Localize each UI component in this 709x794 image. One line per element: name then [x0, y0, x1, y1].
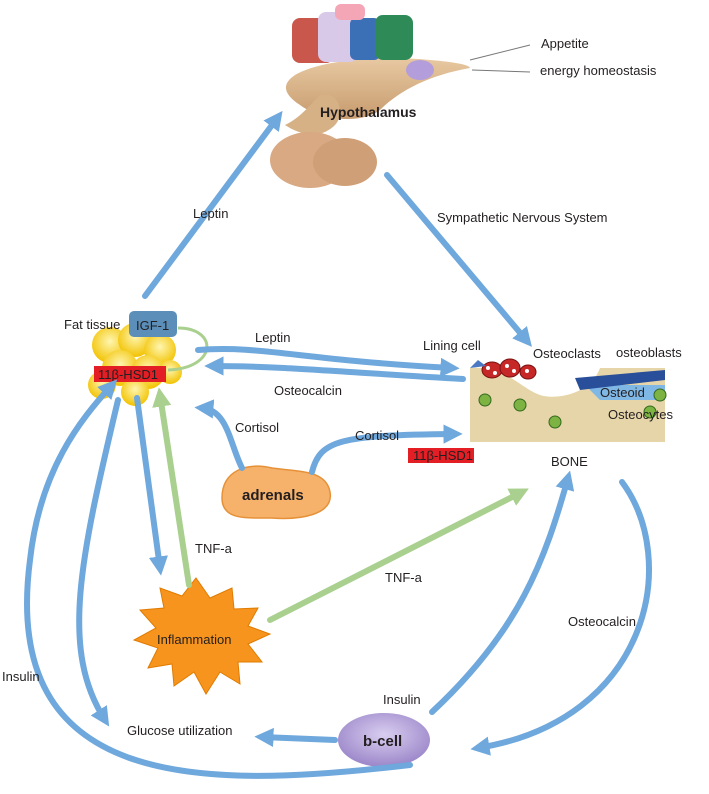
glucose-utilization-label: Glucose utilization	[127, 723, 233, 738]
arrow-bcell-to-glucose	[254, 727, 338, 748]
hsd-fat-label: 11β-HSD1	[98, 367, 158, 382]
lining-cell-label: Lining cell	[423, 338, 481, 353]
green-arrows	[152, 387, 529, 623]
inflammation-label: Inflammation	[157, 632, 231, 647]
fat-tissue-label: Fat tissue	[64, 317, 120, 332]
leptin-up-label: Leptin	[193, 206, 228, 221]
bone-label: BONE	[551, 454, 588, 469]
osteocalcin-bone-fat-label: Osteocalcin	[274, 383, 342, 398]
osteoid-label: Osteoid	[600, 385, 645, 400]
osteoblasts-label: osteoblasts	[616, 345, 682, 360]
arrow-cortisol-to-bone	[309, 424, 463, 475]
cortisol-fat-label: Cortisol	[235, 420, 279, 435]
hypothalamus-illustration	[270, 4, 531, 188]
hsd-bone-box	[408, 448, 474, 463]
insulin-fat-label: Insulin	[2, 669, 40, 684]
bcell-shape	[338, 713, 430, 767]
tnf-bone-label: TNF-a	[385, 570, 423, 585]
sns-label: Sympathetic Nervous System	[437, 210, 608, 225]
adrenals-shape	[221, 465, 331, 520]
energy-homeostasis-label: energy homeostasis	[540, 63, 657, 78]
osteocalcin-bcell-label: Osteocalcin	[568, 614, 636, 629]
hsd-bone-label: 11β-HSD1	[413, 448, 473, 463]
appetite-label: Appetite	[541, 36, 589, 51]
igf1-box	[129, 311, 177, 337]
arrow-leptin-fat-to-bone	[195, 346, 460, 377]
adrenals-label: adrenals	[242, 487, 304, 504]
arrow-insulin-to-fat	[24, 379, 413, 779]
blue-arrows	[24, 110, 652, 779]
hsd-fat-box	[94, 366, 166, 382]
arrow-tnf-to-fat	[152, 387, 192, 588]
inflammation-burst	[132, 577, 272, 695]
bone-illustration	[470, 358, 667, 442]
arrow-cortisol-to-fat	[194, 399, 245, 471]
cortisol-bone-label: Cortisol	[355, 428, 399, 443]
osteoclasts-label: Osteoclasts	[533, 346, 601, 361]
hypothalamus-label: Hypothalamus	[320, 104, 417, 120]
arrow-tnf-to-bone	[267, 488, 529, 623]
arrow-sns-to-bone	[384, 172, 532, 347]
arrow-leptin-to-hypothalamus	[142, 110, 283, 299]
osteocytes-label: Osteocytes	[608, 407, 674, 422]
arrow-insulin-to-bone	[429, 470, 575, 715]
leptin-fat-bone-label: Leptin	[255, 330, 290, 345]
igf1-label: IGF-1	[136, 318, 169, 333]
arrow-fat-to-glucose	[76, 397, 121, 727]
bcell-label: b-cell	[363, 733, 402, 750]
arrow-osteocalcin-to-fat	[204, 356, 466, 382]
arrow-osteocalcin-to-bcell	[470, 479, 652, 756]
arrow-fat-to-inflammation	[134, 395, 168, 576]
tnf-fat-label: TNF-a	[195, 541, 233, 556]
insulin-bone-label: Insulin	[383, 692, 421, 707]
